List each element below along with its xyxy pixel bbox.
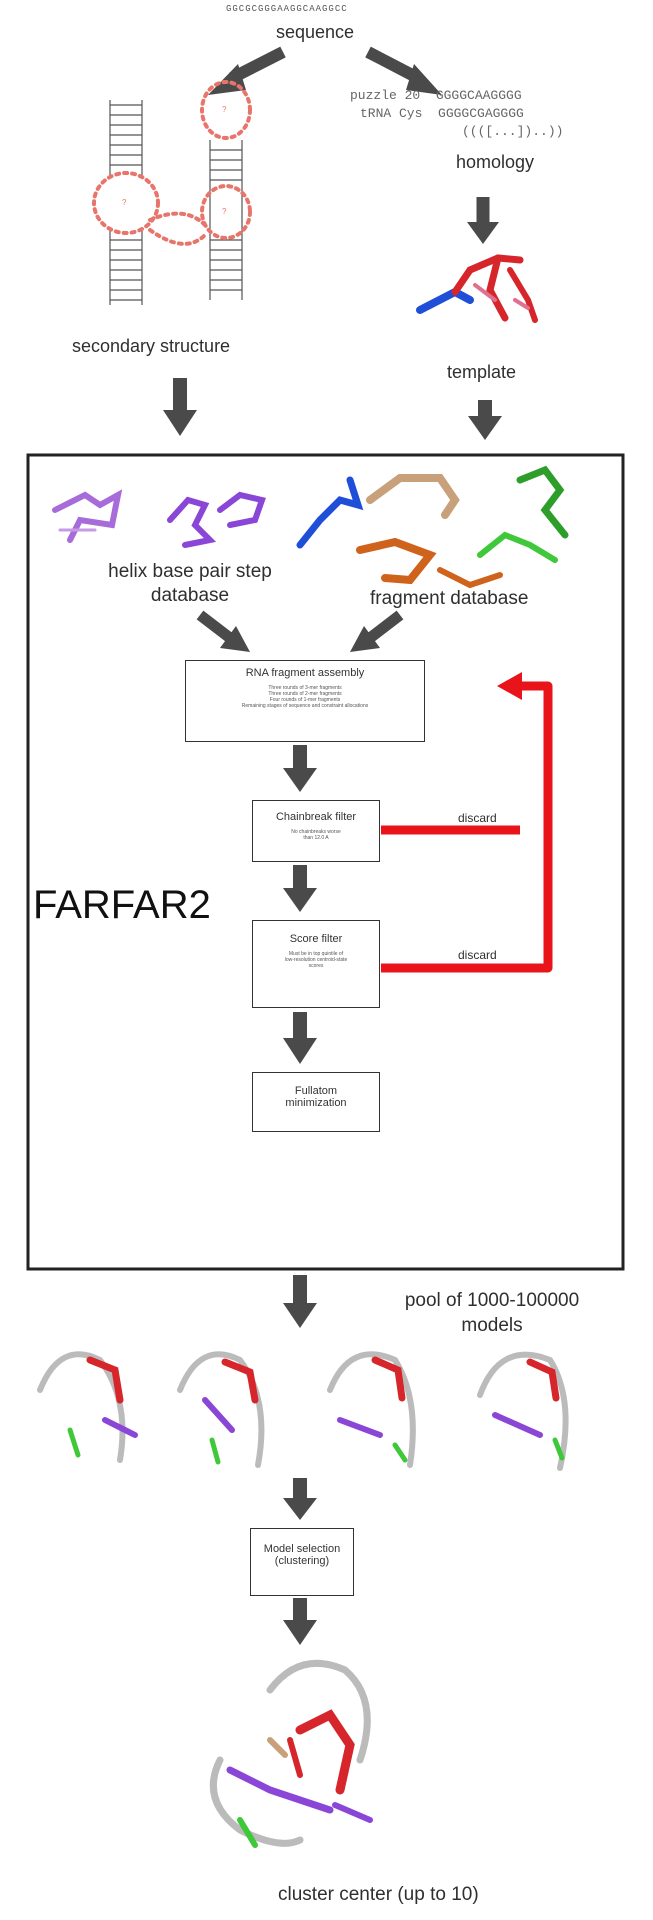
arrow-sequence-to-secondary — [208, 46, 286, 95]
model-selection-box: Model selection (clustering) — [250, 1528, 354, 1596]
model-2 — [177, 1351, 265, 1468]
model-pool — [37, 1351, 569, 1471]
pool-label-line1: pool of 1000-100000 — [404, 1290, 580, 1311]
model-selection-title: Model selection — [263, 1543, 341, 1555]
discard-label-2: discard — [458, 948, 497, 962]
homology-label: homology — [456, 152, 535, 172]
model-3 — [327, 1351, 416, 1468]
sequence-string: GGCGCGGGAAGGCAAGGCC — [226, 4, 348, 14]
model-1 — [37, 1351, 138, 1463]
homology-line-3: ((([...])..)) — [462, 124, 564, 139]
arrow-chainbreak-to-score — [283, 865, 317, 912]
fragment-db-label: fragment database — [370, 588, 529, 609]
farfar2-title: FARFAR2 — [33, 883, 211, 927]
secondary-structure-label: secondary structure — [72, 336, 231, 356]
homology-line-1: puzzle 20 GGGGCAAGGGG — [350, 88, 522, 103]
helix-fragments — [52, 489, 266, 548]
svg-text:?: ? — [222, 207, 227, 216]
template-structure — [416, 254, 538, 323]
arrow-template-to-farfar — [468, 400, 502, 440]
assembly-detail-2: Three rounds of 2-mer fragments — [268, 691, 342, 697]
score-title: Score filter — [289, 933, 343, 945]
arrow-pool-to-selection — [283, 1478, 317, 1520]
arrow-assembly-to-chainbreak — [283, 745, 317, 792]
assembly-detail-1: Three rounds of 3-mer fragments — [268, 685, 342, 691]
pool-label-line2: models — [461, 1315, 523, 1336]
score-detail-1: Must be in top quintile of — [288, 951, 344, 957]
fullatom-title: Fullatom minimization — [285, 1085, 347, 1109]
arrow-score-to-fullatom — [283, 1012, 317, 1064]
sequence-label: sequence — [276, 22, 355, 42]
assembly-detail-4: Remaining stages of sequence and constra… — [241, 703, 369, 709]
discard-arrowhead — [497, 672, 522, 700]
arrow-secondary-to-farfar — [163, 378, 197, 436]
assembly-detail-3: Four rounds of 1-mer fragments — [269, 697, 341, 703]
arrow-fullatom-to-pool — [283, 1275, 317, 1328]
svg-text:?: ? — [222, 105, 227, 114]
arrow-selection-to-cluster — [283, 1598, 317, 1645]
chainbreak-detail-1: No chainbreaks worse — [291, 829, 341, 835]
arrow-homology-to-template — [467, 197, 499, 244]
pool-label: pool of 1000-100000 models — [362, 1288, 622, 1338]
score-detail-3: scores — [308, 963, 324, 969]
homology-line-2: tRNA Cys GGGGCGAGGGG — [360, 106, 524, 121]
secondary-structure-drawing: ??? — [92, 80, 252, 305]
chainbreak-detail-2: than 12.0 A — [303, 835, 329, 841]
model-4 — [477, 1351, 569, 1471]
chainbreak-title: Chainbreak filter — [275, 811, 357, 823]
cluster-center-model — [209, 1659, 373, 1848]
farfar2-box — [26, 453, 625, 1271]
chainbreak-box: Chainbreak filter No chainbreaks worse t… — [252, 800, 380, 862]
arrow-helix-to-assembly — [196, 610, 250, 652]
score-box: Score filter Must be in top quintile of … — [252, 920, 380, 1008]
svg-text:?: ? — [122, 198, 127, 207]
arrow-fragment-to-assembly — [350, 610, 404, 652]
helix-db-label-line1: helix base pair step — [108, 561, 272, 582]
helix-db-label: helix base pair step database — [70, 560, 310, 608]
assembly-box: RNA fragment assembly Three rounds of 3-… — [185, 660, 425, 742]
helix-db-label-line2: database — [150, 585, 230, 606]
score-detail-2: low-resolution centroid-state — [284, 957, 348, 963]
fragment-database-structures — [296, 465, 569, 589]
model-selection-subtitle: (clustering) — [274, 1555, 330, 1567]
discard-loop — [381, 681, 553, 973]
template-label: template — [447, 362, 517, 382]
arrow-sequence-to-homology — [365, 46, 442, 95]
cluster-center-label: cluster center (up to 10) — [278, 1884, 479, 1905]
fullatom-box: Fullatom minimization — [252, 1072, 380, 1132]
discard-label-1: discard — [458, 811, 497, 825]
assembly-title: RNA fragment assembly — [245, 667, 365, 679]
